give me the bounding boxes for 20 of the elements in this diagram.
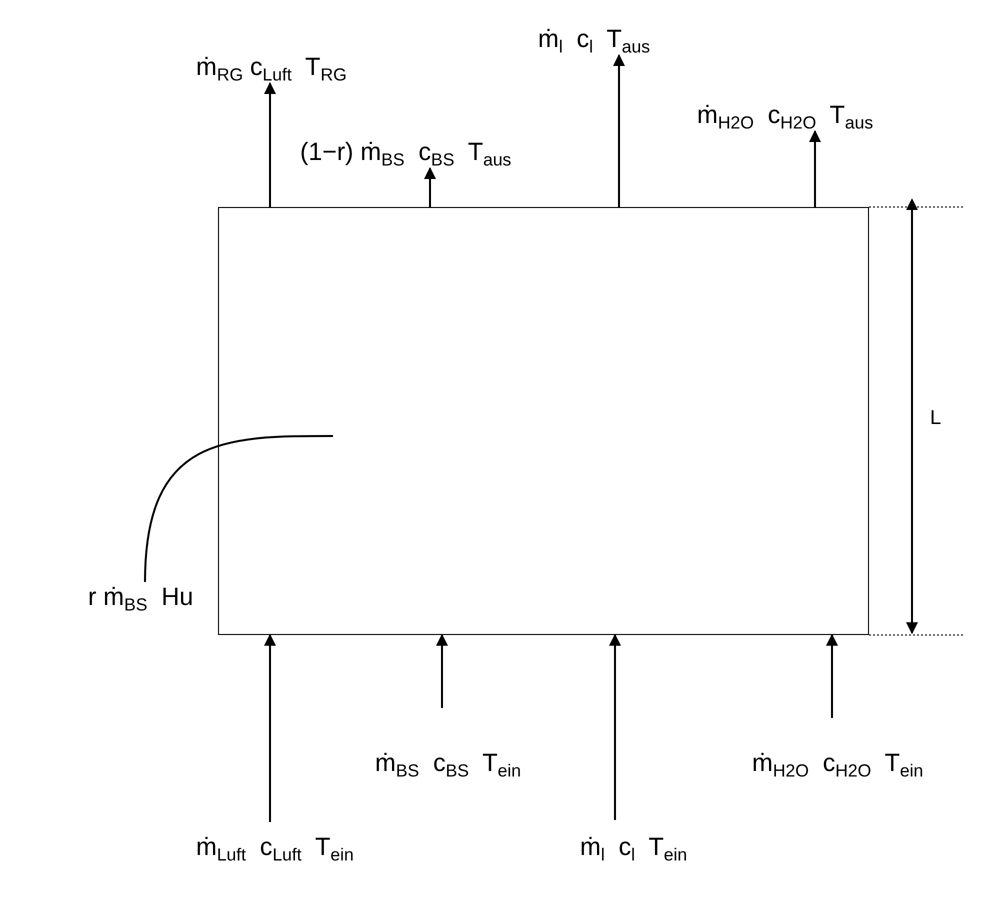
flow-term: ṁ$_{H2O}$ c$_{H2O}$ T$_{aus}$ [697,100,874,132]
flow-term: ṁ$_{Luft}$ c$_{Luft}$ T$_{ein}$ [196,832,354,864]
arrow [436,634,448,708]
arrow [264,634,276,822]
arrow [826,634,838,718]
flow-term: ṁ$_{RG}$ c$_{Luft}$ T$_{RG}$ [196,52,347,84]
flow-term: (1−r) ṁ$_{BS}$ c$_{BS}$ T$_{aus}$ [300,137,512,168]
flow-term: ṁ$_{BS}$ c$_{BS}$ T$_{ein}$ [375,748,522,780]
arrow [613,54,625,207]
leader-line [144,435,333,582]
flow-term: ṁ$_{l}$ c$_{l}$ T$_{aus}$ [538,24,650,56]
flow-term: ṁ$_{H2O}$ c$_{H2O}$ T$_{ein}$ [752,748,924,780]
flow-term: r ṁ$_{BS}$ Hu [88,582,194,614]
arrow [609,634,621,820]
flow-term: ṁ$_{l}$ c$_{l}$ T$_{ein}$ [580,832,688,864]
arrow [424,167,436,207]
arrow [264,82,276,207]
arrow [809,130,821,207]
dimension-label: L [930,407,942,430]
process-box [218,207,869,635]
